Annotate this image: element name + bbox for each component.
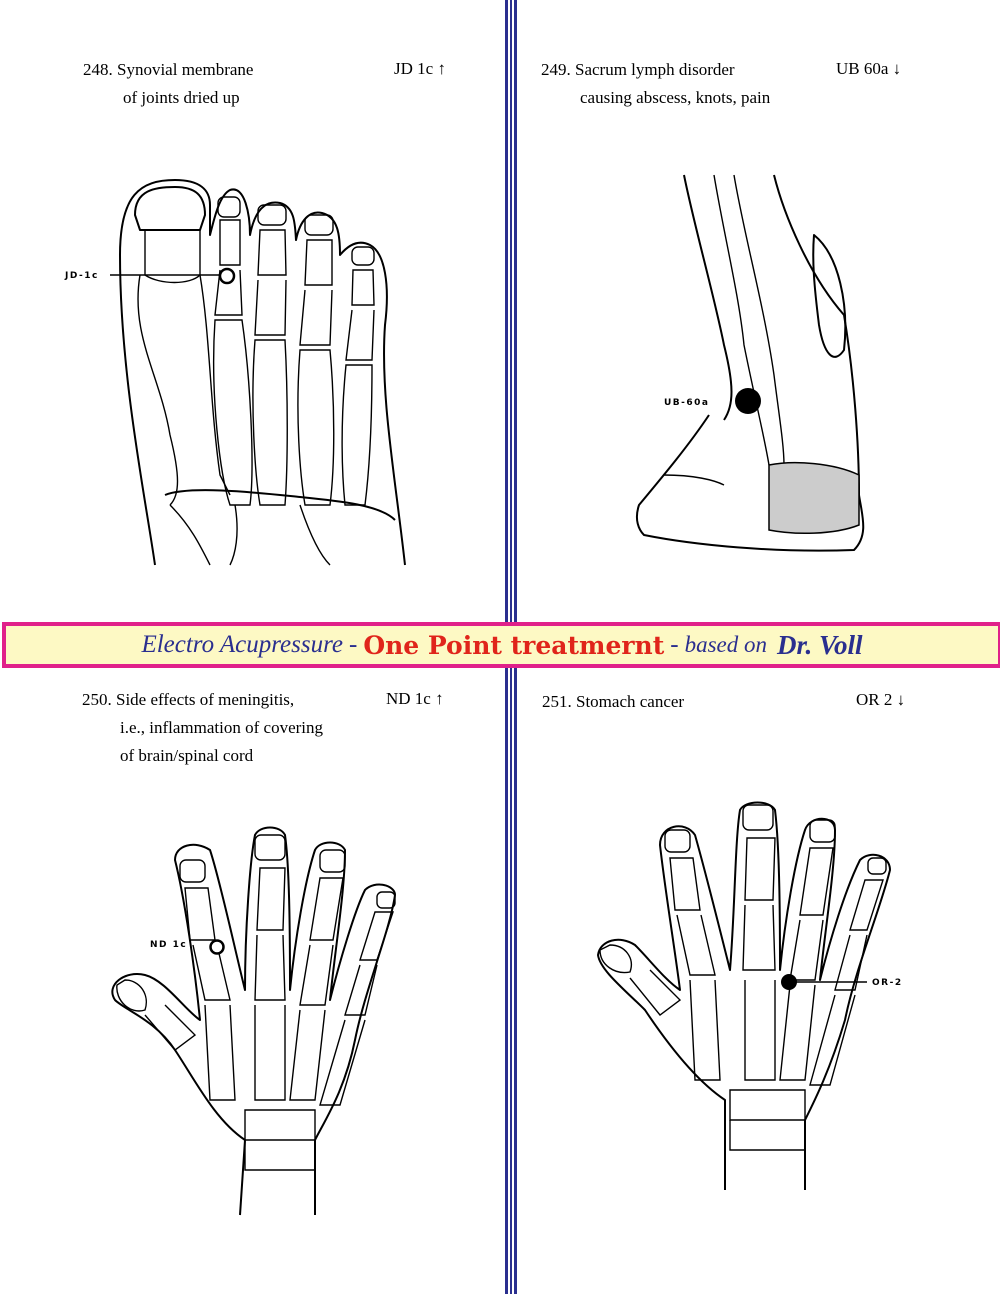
point-code: ND 1c <box>386 689 431 708</box>
banner-title: Electro Acupressure <box>141 631 344 658</box>
caption-line: of joints dried up <box>123 88 240 107</box>
point-label: JD-1c <box>64 271 99 281</box>
item-number: 251. <box>542 692 572 711</box>
arrow-up-icon: ↑ <box>437 59 446 78</box>
point-code-250: ND 1c ↑ <box>386 689 444 709</box>
point-marker <box>209 939 225 955</box>
point-marker <box>781 974 797 990</box>
title-banner: Electro Acupressure - One Point treatmer… <box>2 622 1000 668</box>
point-code: JD 1c <box>394 59 434 78</box>
arrow-down-icon: ↓ <box>896 690 906 709</box>
hand-skeleton-illustration-left: ND 1c <box>111 826 396 1216</box>
point-label: OR-2 <box>872 978 903 988</box>
hand-skeleton-illustration-right: OR-2 <box>597 801 903 1190</box>
point-marker <box>218 267 236 285</box>
point-code-249: UB 60a ↓ <box>836 59 901 79</box>
item-number: 250. <box>82 690 112 709</box>
point-code: UB 60a <box>836 59 889 78</box>
ankle-illustration: UB-60a <box>635 174 865 552</box>
caption-248: 248. Synovial membrane of joints dried u… <box>83 56 253 112</box>
caption-249: 249. Sacrum lymph disorder causing absce… <box>541 56 770 112</box>
banner-separator: - <box>670 631 679 658</box>
banner-subtitle: based on <box>684 632 768 657</box>
point-label: UB-60a <box>664 398 710 408</box>
caption-250: 250. Side effects of meningitis, i.e., i… <box>82 686 323 770</box>
caption-line: causing abscess, knots, pain <box>580 88 771 107</box>
item-number: 248. <box>83 60 113 79</box>
caption-line: of brain/spinal cord <box>120 746 254 765</box>
caption-line: Sacrum lymph disorder <box>575 60 735 79</box>
caption-line: Stomach cancer <box>576 692 685 711</box>
caption-line: i.e., inflammation of covering <box>120 718 323 737</box>
point-code: OR 2 <box>856 690 893 709</box>
arrow-down-icon: ↓ <box>892 59 902 78</box>
foot-skeleton-illustration: JD-1c <box>64 179 406 566</box>
point-code-251: OR 2 ↓ <box>856 690 905 710</box>
point-code-248: JD 1c ↑ <box>394 59 446 79</box>
caption-line: Synovial membrane <box>117 60 254 79</box>
arrow-up-icon: ↑ <box>435 689 444 708</box>
item-number: 249. <box>541 60 571 79</box>
banner-separator: - <box>349 631 358 658</box>
caption-line: Side effects of meningitis, <box>116 690 295 709</box>
banner-author: Dr. Voll <box>777 629 863 660</box>
point-marker <box>735 388 761 414</box>
point-label: ND 1c <box>150 940 187 950</box>
caption-251: 251. Stomach cancer <box>542 688 684 716</box>
banner-highlight: One Point treatmernt <box>363 630 665 660</box>
